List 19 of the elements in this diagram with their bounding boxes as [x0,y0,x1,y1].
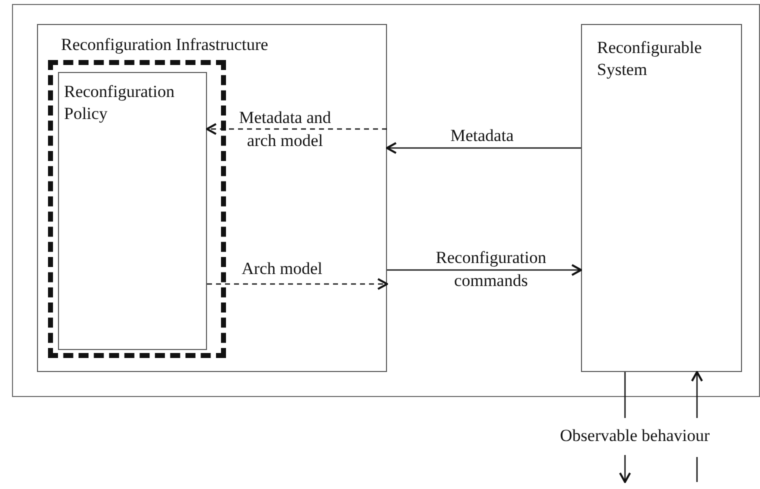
arrow [691,371,703,483]
arrow [619,371,631,483]
arrow [206,123,387,135]
edge-label: Metadata [449,125,515,147]
container-box [37,24,387,372]
arrow [387,264,582,276]
node-label: Reconfiguration Policy [64,81,176,125]
process-box [581,24,742,372]
node-label: Reconfiguration Infrastructure [61,34,270,56]
process-box [58,72,207,350]
arrow [207,278,388,290]
node-label: Reconfigurable System [597,37,703,81]
dashed-boundary-box [48,60,226,358]
frame-box [12,4,760,397]
edge-label: Arch model [240,258,324,280]
note-label: Observable behaviour [560,425,710,447]
arrow [386,142,581,154]
edge-label: Metadata and arch model [238,107,332,152]
edge-label: Reconfiguration commands [434,247,548,292]
